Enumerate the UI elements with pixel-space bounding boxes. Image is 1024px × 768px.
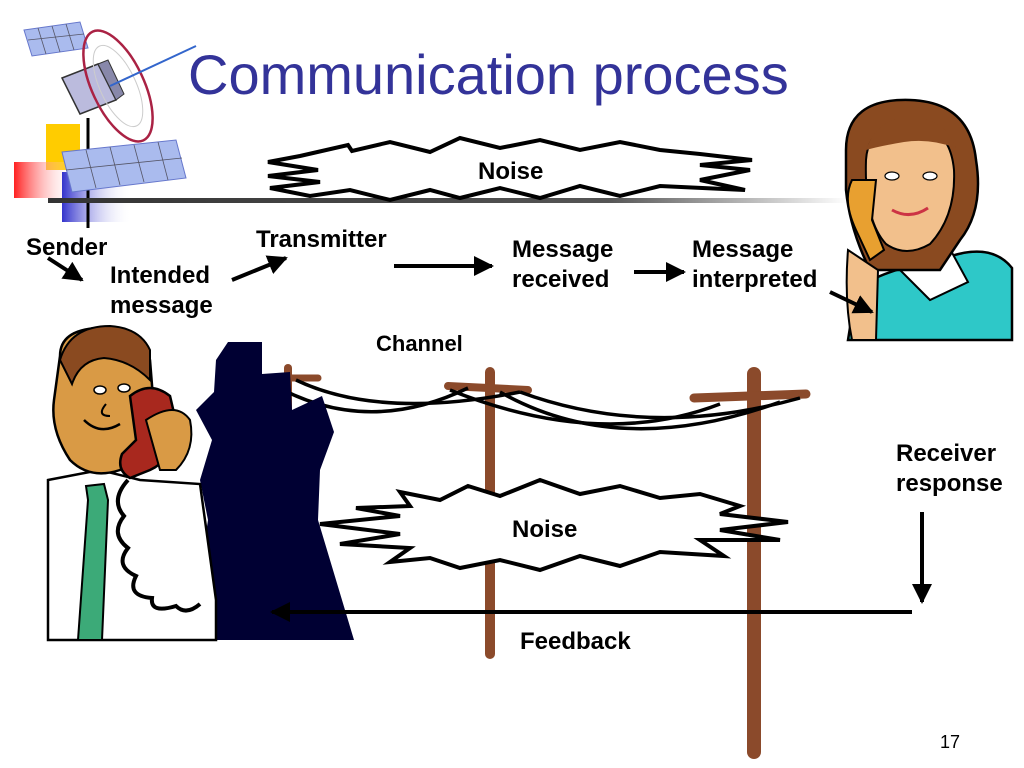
message-received-line2: received — [512, 266, 610, 293]
receiver-response-line1: Receiver — [896, 440, 997, 467]
message-interpreted-line1: Message — [692, 236, 794, 263]
arrow-interpreted-to-receiver — [829, 290, 874, 314]
shadow-figure — [196, 342, 354, 640]
noise-label-top: Noise — [478, 158, 544, 185]
channel-wires — [261, 376, 801, 431]
title-divider — [48, 198, 848, 203]
message-received-line1: Message — [512, 236, 614, 263]
intended-label-line1: Intended — [110, 262, 210, 289]
slide-title: Communication process — [188, 43, 789, 106]
satellite-icon — [14, 21, 197, 228]
intended-label-line2: message — [110, 292, 213, 319]
noise-label-bottom: Noise — [512, 516, 578, 543]
feedback-label: Feedback — [520, 628, 631, 655]
receiver-response-line2: response — [896, 470, 1003, 497]
sender-label: Sender — [26, 234, 108, 261]
arrow-sender-to-intended — [46, 256, 84, 282]
transmitter-label: Transmitter — [256, 226, 387, 253]
noise-burst-bottom — [319, 477, 789, 573]
noise-burst-top — [267, 135, 753, 203]
page-number: 17 — [940, 732, 961, 752]
flow-arrows — [46, 255, 932, 622]
arrow-intended-to-transmitter — [231, 255, 288, 282]
message-interpreted-line2: interpreted — [692, 266, 818, 293]
receiver-woman-icon — [844, 98, 1014, 342]
channel-label: Channel — [376, 331, 463, 356]
sender-man-icon — [46, 324, 218, 642]
